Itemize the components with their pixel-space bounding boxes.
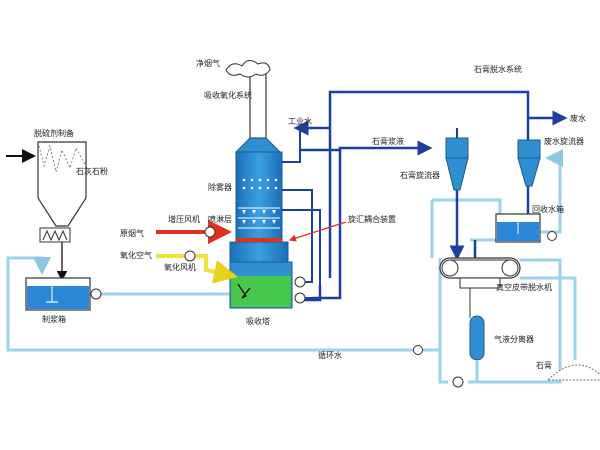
demister-dots [242, 178, 278, 190]
circulating-water-pump-icon [413, 345, 423, 355]
label-gypsum-dewatering-system: 石膏脱水系统 [474, 64, 522, 74]
clean-gas-cloud [225, 60, 271, 78]
recirculation-pump-icon-2 [294, 292, 306, 304]
label-circulating-water: 循环水 [318, 350, 342, 360]
absorber-tower [225, 60, 321, 309]
gas-liquid-separator [452, 315, 485, 388]
separator-pump-icon [452, 376, 464, 388]
label-absorption-oxidation-system: 吸收氧化系统 [204, 90, 252, 100]
gypsum-pile [546, 364, 600, 381]
oxidation-air-line [156, 250, 238, 284]
label-vacuum-belt-filter: 真空皮带脱水机 [496, 282, 552, 292]
oxidation-fan-icon [184, 250, 196, 262]
raw-flue-gas-line [156, 220, 347, 244]
label-limestone-powder: 石灰石粉 [76, 166, 108, 176]
spray-layers [238, 207, 280, 229]
label-clean-gas: 净烟气 [196, 58, 220, 68]
booster-fan-icon [204, 226, 216, 238]
label-slurry-tank: 制浆箱 [42, 314, 66, 324]
vacuum-belt-filter [439, 257, 521, 318]
slurry-pump-icon [90, 288, 102, 300]
label-gypsum-slurry: 石膏浆液 [372, 136, 404, 146]
label-demister: 除雾器 [208, 182, 232, 192]
label-gypsum-cyclone: 石膏旋流器 [400, 170, 440, 180]
label-gypsum: 石膏 [536, 360, 552, 370]
labels: 净烟气 吸收氧化系统 石膏脱水系统 脱硫剂制备 石灰石粉 制浆箱 工业水 石膏浆… [34, 58, 586, 370]
label-wastewater-cyclone: 废水旋流器 [544, 136, 584, 146]
label-raw-flue-gas: 原烟气 [120, 228, 144, 238]
label-spray-layer: 喷淋层 [208, 214, 232, 224]
label-oxidation-air: 氧化空气 [120, 250, 152, 260]
label-swirl-coupling-device: 旋汇耦合装置 [348, 214, 396, 224]
circulating-water-lines [6, 149, 577, 384]
recovery-pump-icon [547, 231, 557, 241]
gypsum-cyclone [445, 128, 469, 191]
label-gas-liquid-separator: 气液分离器 [494, 334, 534, 344]
label-oxidation-fan: 氧化风机 [164, 262, 196, 272]
label-industrial-water: 工业水 [288, 116, 312, 126]
wastewater-cyclone [517, 139, 541, 187]
label-absorber: 吸收塔 [246, 316, 270, 326]
chimney [249, 71, 267, 139]
slurry-lines [293, 90, 568, 302]
agitator-icon [237, 283, 251, 299]
desulfurizer-preparation-unit [6, 141, 102, 311]
limestone-silo [37, 141, 87, 227]
swirl-coupling-band [236, 238, 282, 242]
swirl-pointer [288, 221, 347, 242]
label-booster-fan: 增压风机 [168, 214, 200, 224]
label-recovery-tank: 回收水箱 [532, 204, 564, 214]
label-desulfurizer-preparation: 脱硫剂制备 [34, 128, 74, 138]
recirculation-pump-icon-1 [294, 276, 306, 288]
recovery-water-tank [495, 213, 557, 243]
label-wastewater: 废水 [570, 113, 586, 123]
